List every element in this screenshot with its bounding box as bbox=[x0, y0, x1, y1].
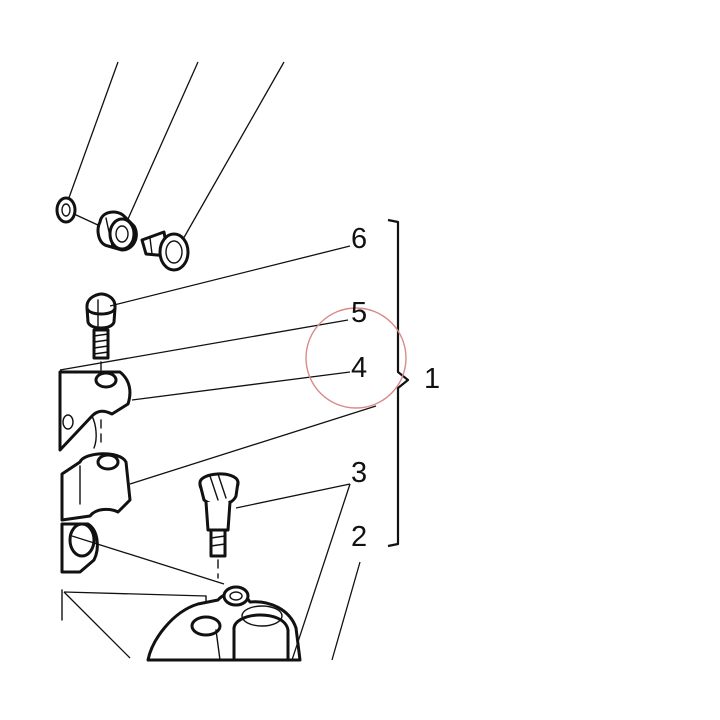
bushing-part bbox=[96, 210, 138, 252]
clamp-upper-part-5 bbox=[58, 370, 132, 452]
callout-5: 5 bbox=[351, 297, 367, 329]
callout-leaders bbox=[59, 245, 377, 661]
bolt-part-6 bbox=[85, 292, 117, 360]
screw-part-3 bbox=[198, 472, 240, 579]
clamp-lower-part-4 bbox=[60, 452, 132, 522]
top-leader-lines bbox=[65, 61, 285, 249]
housing-part-2 bbox=[146, 585, 302, 662]
group-bracket bbox=[387, 218, 410, 548]
callout-2: 2 bbox=[351, 521, 367, 553]
callout-3: 3 bbox=[351, 457, 367, 489]
washer-part bbox=[55, 196, 101, 227]
lever-body-part bbox=[60, 522, 225, 659]
callout-6: 6 bbox=[351, 223, 367, 255]
callout-1: 1 bbox=[424, 363, 440, 395]
callout-4: 4 bbox=[351, 352, 367, 384]
highlight-circle bbox=[305, 307, 407, 409]
pin-part bbox=[140, 230, 190, 272]
